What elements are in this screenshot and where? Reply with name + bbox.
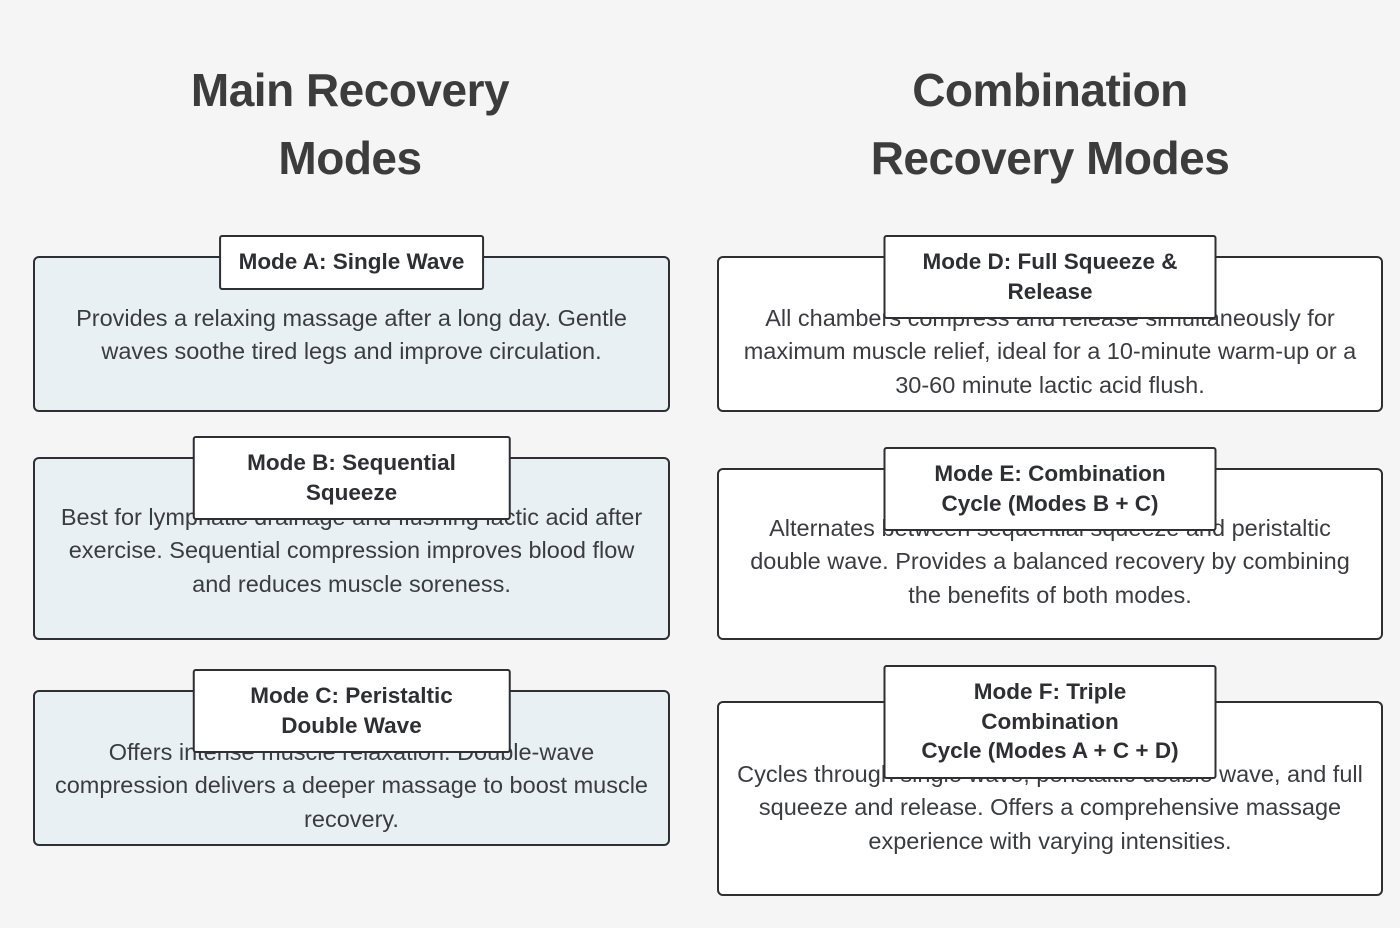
card-legend-wrap-mode-a: Mode A: Single Wave bbox=[218, 235, 485, 290]
card-legend-wrap-mode-e: Mode E: Combination Cycle (Modes B + C) bbox=[883, 447, 1217, 532]
card-title-mode-f: Mode F: Triple Combination Cycle (Modes … bbox=[883, 665, 1217, 780]
card-legend-wrap-mode-c: Mode C: Peristaltic Double Wave bbox=[192, 669, 511, 754]
card-text-mode-a: Provides a relaxing massage after a long… bbox=[76, 305, 627, 365]
card-title-mode-d: Mode D: Full Squeeze & Release bbox=[883, 235, 1217, 320]
card-mode-c[interactable]: Mode C: Peristaltic Double Wave Offers i… bbox=[33, 669, 670, 846]
card-title-mode-a: Mode A: Single Wave bbox=[218, 235, 485, 290]
card-text-mode-b: Best for lymphatic drainage and flushing… bbox=[60, 504, 643, 597]
card-title-mode-c: Mode C: Peristaltic Double Wave bbox=[192, 669, 511, 754]
column-title-main: Main Recovery Modes bbox=[190, 64, 510, 185]
card-title-mode-b: Mode B: Sequential Squeeze bbox=[192, 436, 511, 521]
card-mode-a[interactable]: Mode A: Single Wave Provides a relaxing … bbox=[33, 235, 670, 412]
card-text-mode-f: Cycles through single wave, peristaltic … bbox=[737, 761, 1363, 854]
card-legend-wrap-mode-b: Mode B: Sequential Squeeze bbox=[192, 436, 511, 521]
card-mode-e[interactable]: Mode E: Combination Cycle (Modes B + C) … bbox=[717, 447, 1383, 640]
column-title-combination: Combination Recovery Modes bbox=[870, 64, 1230, 185]
card-mode-b[interactable]: Mode B: Sequential Squeeze Best for lymp… bbox=[33, 436, 670, 640]
card-mode-f[interactable]: Mode F: Triple Combination Cycle (Modes … bbox=[717, 665, 1383, 896]
card-legend-wrap-mode-d: Mode D: Full Squeeze & Release bbox=[883, 235, 1217, 320]
card-mode-d[interactable]: Mode D: Full Squeeze & Release All chamb… bbox=[717, 235, 1383, 412]
card-title-mode-e: Mode E: Combination Cycle (Modes B + C) bbox=[883, 447, 1217, 532]
card-legend-wrap-mode-f: Mode F: Triple Combination Cycle (Modes … bbox=[883, 665, 1217, 780]
